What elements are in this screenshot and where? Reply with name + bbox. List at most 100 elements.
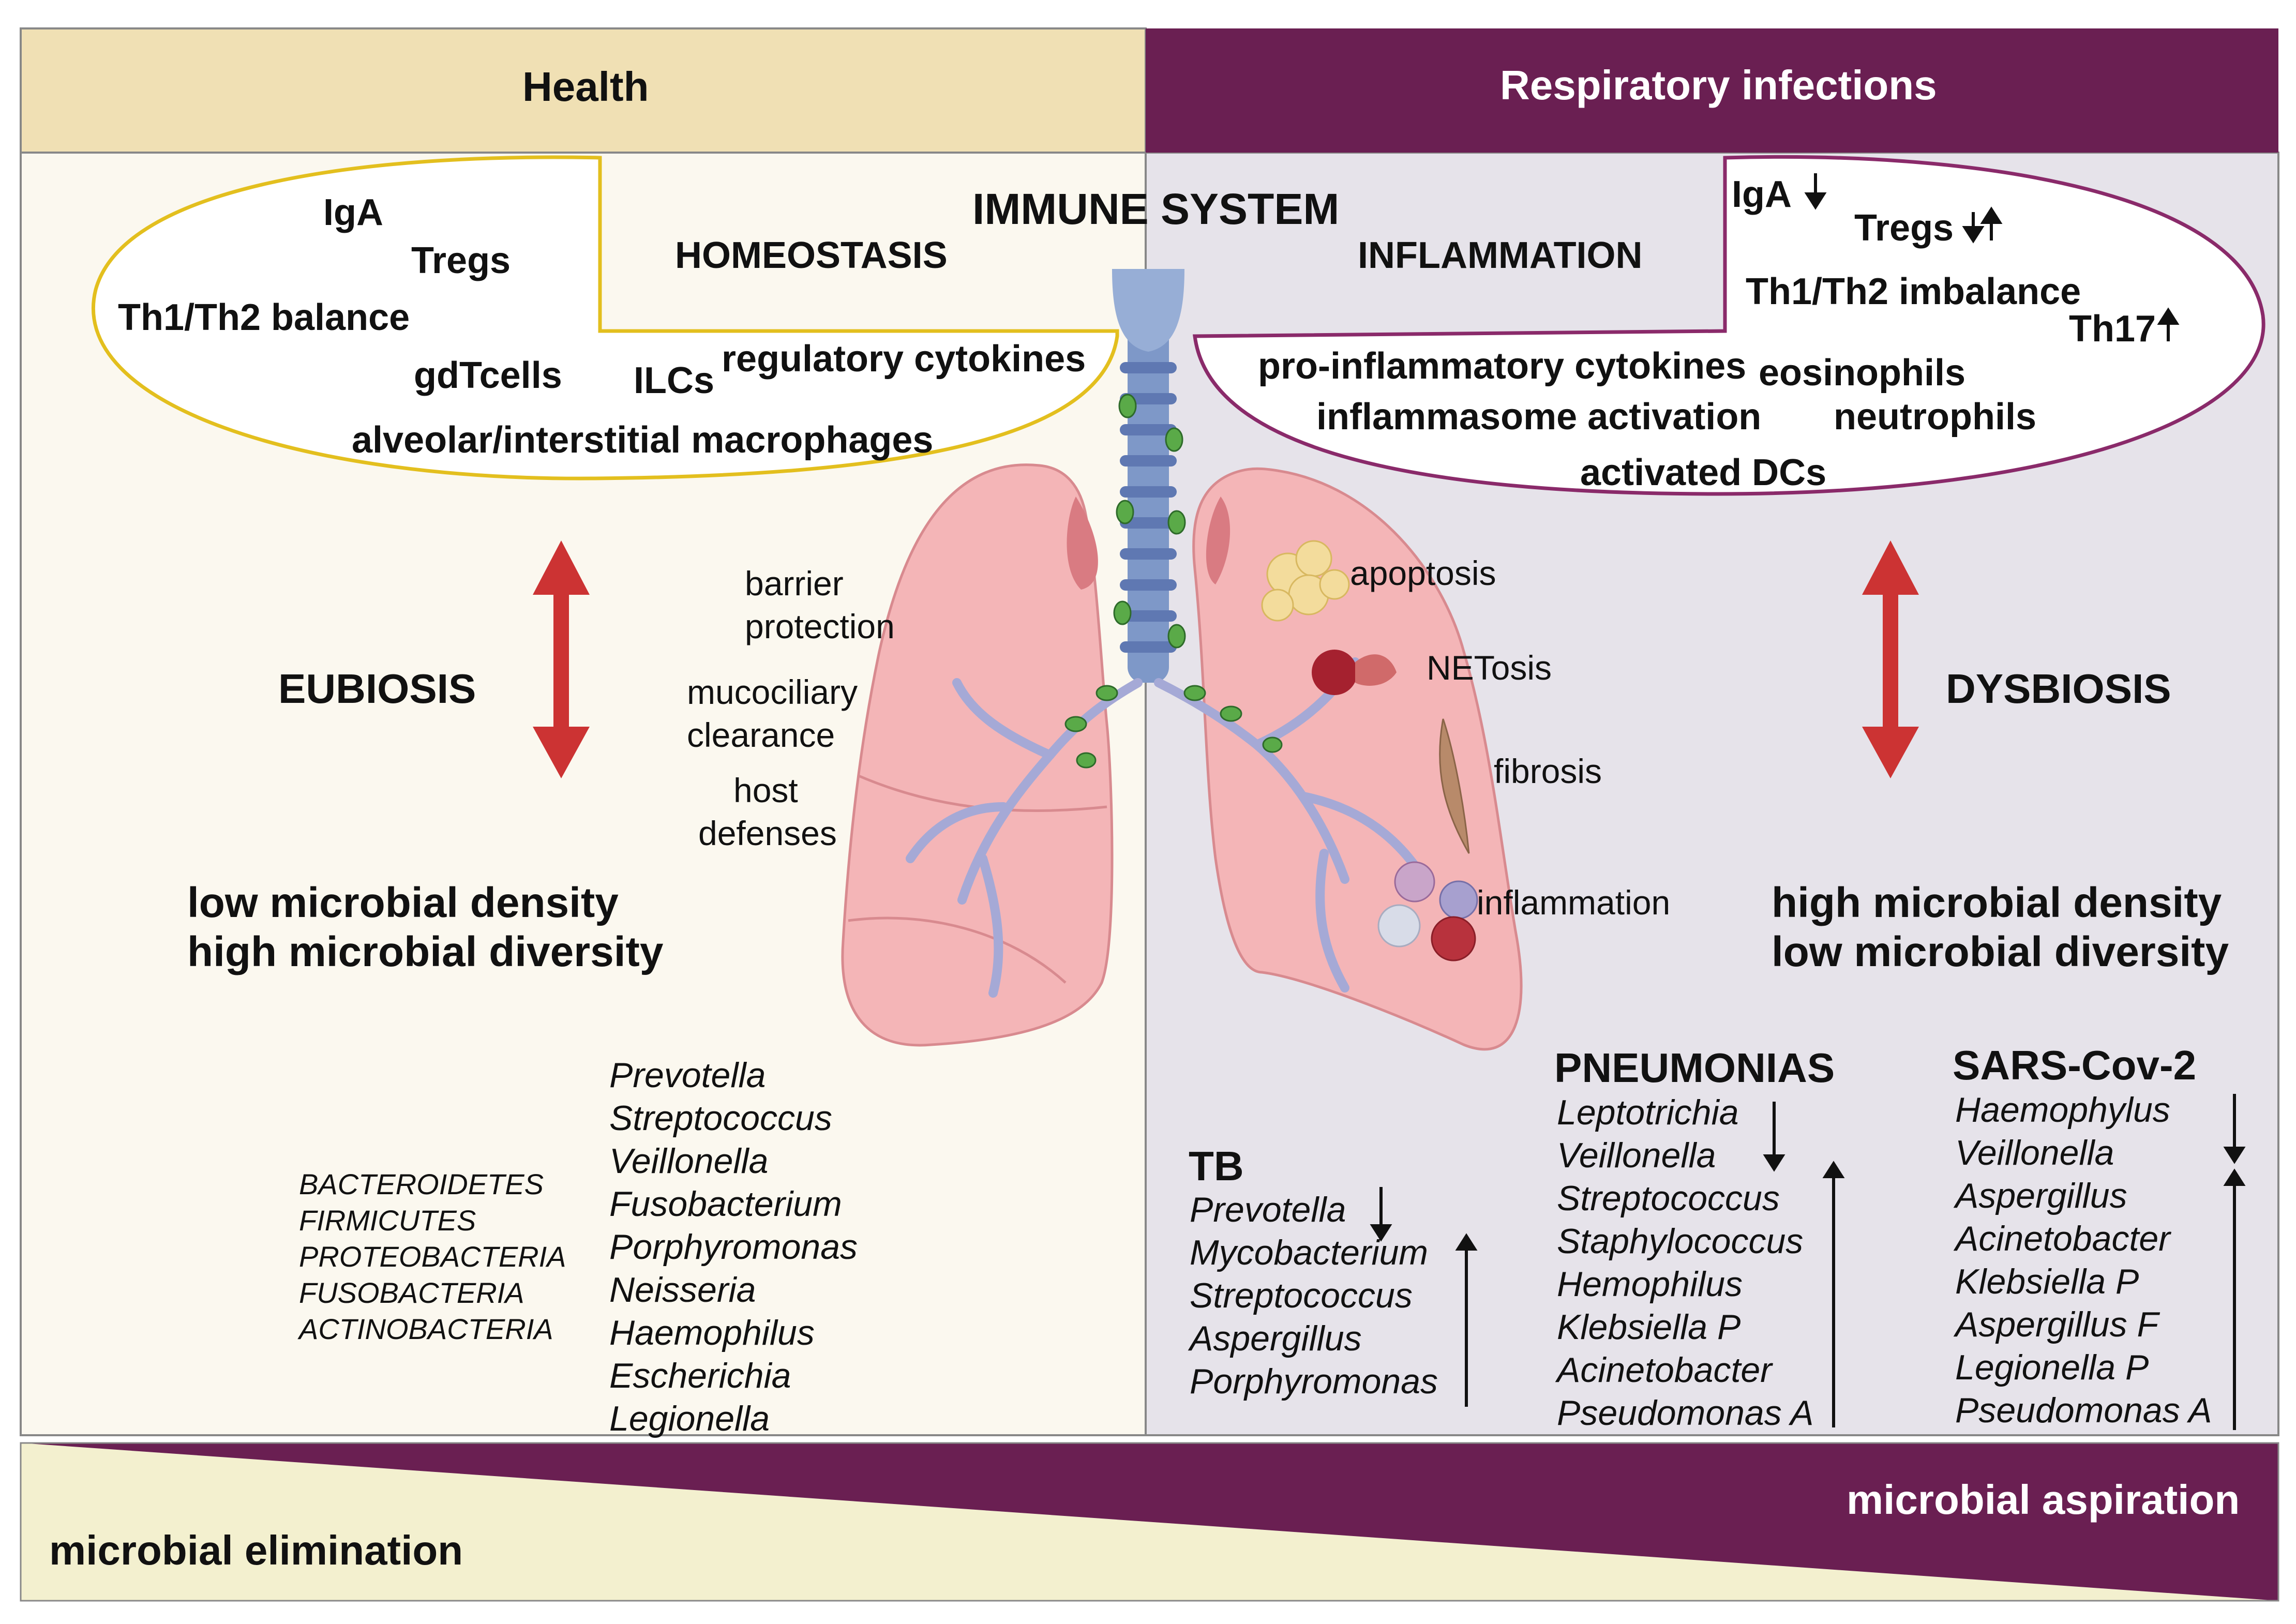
infection-proinflammatory: pro-inflammatory cytokines [1258, 345, 1747, 387]
label-mucociliary: mucociliary [687, 673, 858, 711]
larynx [1112, 269, 1184, 352]
label-clearance: clearance [687, 716, 835, 754]
genus-item: Prevotella [1190, 1190, 1346, 1229]
genus-item: Legionella P [1955, 1348, 2149, 1387]
lymph-nodes [1064, 394, 1283, 769]
infection-inflammasome: inflammasome activation [1316, 396, 1762, 438]
eubiosis-label: EUBIOSIS [278, 666, 476, 712]
pneumonias-title: PNEUMONIAS [1554, 1045, 1835, 1091]
genus-item: Leptotrichia [1557, 1093, 1739, 1132]
genus-item: Veillonella [1557, 1136, 1716, 1175]
phyla-list: BACTEROIDETES FIRMICUTES PROTEOBACTERIA … [299, 1166, 566, 1347]
bottom-frame [20, 1442, 2279, 1602]
genus-item: Aspergillus [1190, 1319, 1362, 1358]
genus-item: Pseudomonas A [1557, 1393, 1814, 1433]
genus-item: Pseudomonas A [1955, 1391, 2212, 1430]
microbial-elimination-label: microbial elimination [49, 1527, 463, 1573]
infection-iga: IgA [1732, 174, 1792, 215]
infection-th1-th2: Th1/Th2 imbalance [1746, 271, 2081, 312]
iga-down-arrow [1804, 173, 1827, 210]
health-oval [91, 155, 1119, 480]
genus-item: Escherichia [609, 1356, 791, 1395]
infection-eosinophils: eosinophils [1759, 352, 1966, 394]
left-lung [841, 463, 1114, 1047]
dysbiosis-arrow [1862, 540, 1919, 778]
left-lung-fissure-2 [848, 916, 1067, 984]
eubiosis-density: low microbial density [187, 879, 619, 926]
sars-arrows [2223, 1094, 2246, 1430]
genus-item: Hemophilus [1557, 1265, 1743, 1304]
genus-item: Klebsiella P [1557, 1307, 1741, 1347]
genus-item: Neisseria [609, 1270, 756, 1310]
genus-item: Veillonella [609, 1141, 769, 1181]
genus-item: Aspergillus [1955, 1176, 2127, 1215]
genus-item: Streptococcus [1190, 1276, 1413, 1315]
health-gdtcells: gdTcells [414, 355, 562, 396]
eubiosis-arrow [533, 540, 590, 778]
infection-activated-dcs: activated DCs [1580, 452, 1827, 493]
infection-neutrophils: neutrophils [1834, 396, 2036, 438]
infection-tregs: Tregs [1854, 207, 1954, 249]
genus-item: Fusobacterium [609, 1184, 842, 1224]
genus-item: Haemophylus [1955, 1090, 2170, 1130]
genus-item: Aspergillus F [1955, 1305, 2159, 1344]
label-apoptosis: apoptosis [1350, 554, 1496, 592]
genus-item: Prevotella [609, 1056, 766, 1095]
genus-item: Streptococcus [1557, 1179, 1780, 1218]
dysbiosis-density: high microbial density [1772, 879, 2222, 926]
netosis-cell [1312, 650, 1397, 695]
tb-genera-list: Prevotella Mycobacterium Streptococcus A… [1190, 1189, 1438, 1403]
homeostasis-title: HOMEOSTASIS [675, 235, 948, 276]
genus-item: Legionella [609, 1399, 770, 1438]
tb-title: TB [1189, 1143, 1244, 1189]
label-fibrosis: fibrosis [1494, 752, 1602, 790]
tregs-arrows [1962, 206, 2003, 244]
infection-header: Respiratory infections [1500, 62, 1937, 108]
infection-header-bar [1146, 28, 2278, 153]
health-regulatory-cytokines: regulatory cytokines [722, 338, 1086, 380]
phylum-item: BACTEROIDETES [299, 1168, 544, 1200]
phylum-item: PROTEOBACTERIA [299, 1240, 566, 1273]
genus-item: Veillonella [1955, 1133, 2114, 1172]
health-header: Health [522, 64, 649, 110]
health-tregs: Tregs [411, 240, 511, 281]
left-bronchial-tree [906, 678, 1143, 998]
phylum-item: ACTINOBACTERIA [299, 1313, 553, 1345]
eubiosis-diversity: high microbial diversity [187, 928, 664, 975]
health-header-bar [20, 27, 1147, 154]
health-iga: IgA [323, 192, 383, 233]
genus-item: Staphylococcus [1557, 1222, 1804, 1261]
tb-arrows [1370, 1187, 1478, 1407]
label-netosis: NETosis [1427, 649, 1552, 687]
inflammation-title: INFLAMMATION [1358, 235, 1643, 276]
microbial-aspiration-label: microbial aspiration [1847, 1477, 2240, 1523]
fibrosis-cell [1439, 718, 1470, 854]
health-th1-th2: Th1/Th2 balance [118, 297, 410, 338]
sars-title: SARS-Cov-2 [1953, 1042, 2197, 1088]
health-ilcs: ILCs [634, 360, 715, 401]
aspiration-wedge [21, 1443, 2278, 1601]
label-defenses: defenses [698, 814, 837, 852]
label-inflammation: inflammation [1477, 883, 1671, 922]
trachea-rings [1120, 362, 1177, 653]
healthy-genera-list: Prevotella Streptococcus Veillonella Fus… [609, 1054, 858, 1440]
dysbiosis-label: DYSBIOSIS [1946, 666, 2171, 712]
pneumonias-genera-list: Leptotrichia Veillonella Streptococcus S… [1557, 1091, 1813, 1435]
phylum-item: FUSOBACTERIA [299, 1276, 524, 1309]
apoptosis-cell-cluster [1261, 540, 1350, 622]
sars-genera-list: Haemophylus Veillonella Aspergillus Acin… [1955, 1089, 2212, 1432]
pneumonias-arrows [1763, 1102, 1845, 1427]
genus-item: Porphyromonas [609, 1227, 858, 1267]
genus-item: Porphyromonas [1190, 1362, 1438, 1401]
right-bronchial-tree [1154, 657, 1422, 993]
dysbiosis-diversity: low microbial diversity [1772, 928, 2229, 975]
phylum-item: FIRMICUTES [299, 1204, 476, 1237]
th17-up-arrow [2157, 307, 2180, 341]
inflammation-cells [1377, 861, 1478, 961]
label-protection: protection [745, 607, 895, 645]
genus-item: Streptococcus [609, 1099, 832, 1138]
genus-item: Haemophilus [609, 1313, 815, 1352]
health-macrophages: alveolar/interstitial macrophages [352, 419, 934, 461]
genus-item: Acinetobacter [1955, 1219, 2170, 1258]
